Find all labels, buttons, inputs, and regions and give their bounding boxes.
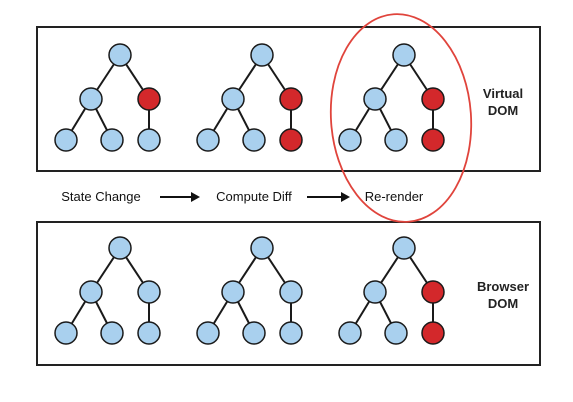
tree-node <box>250 236 274 260</box>
re-render-highlight-ellipse <box>329 13 473 223</box>
tree-node <box>384 321 408 345</box>
tree-node <box>196 128 220 152</box>
tree-node <box>279 280 303 304</box>
tree-node <box>108 43 132 67</box>
browser-dom-panel <box>36 221 541 366</box>
browser-dom-2-tree <box>196 236 303 345</box>
arrow-icon <box>307 192 350 202</box>
tree-node <box>221 87 245 111</box>
tree-node <box>242 128 266 152</box>
tree-node <box>242 321 266 345</box>
virtual-dom-trees <box>54 43 445 152</box>
tree-node-changed <box>279 87 303 111</box>
tree-node <box>250 43 274 67</box>
tree-node <box>54 321 78 345</box>
tree-node <box>392 43 416 67</box>
virtual-dom-1-tree <box>54 43 161 152</box>
tree-node-changed <box>421 321 445 345</box>
tree-node-changed <box>137 87 161 111</box>
tree-node <box>108 236 132 260</box>
tree-node <box>79 87 103 111</box>
tree-node <box>279 321 303 345</box>
tree-node <box>54 128 78 152</box>
tree-node <box>384 128 408 152</box>
browser-dom-label-line1: Browser <box>477 279 529 294</box>
tree-node <box>196 321 220 345</box>
tree-node-changed <box>421 87 445 111</box>
virtual-dom-panel <box>36 26 541 172</box>
tree-node <box>221 280 245 304</box>
tree-node <box>338 321 362 345</box>
arrow-icon <box>160 192 200 202</box>
virtual-dom-2-tree <box>196 43 303 152</box>
browser-dom-label-line2: DOM <box>488 296 518 311</box>
tree-node-changed <box>421 128 445 152</box>
tree-node <box>363 87 387 111</box>
step-label-state-change: State Change <box>61 189 141 204</box>
tree-node <box>137 321 161 345</box>
tree-node-changed <box>421 280 445 304</box>
virtual-dom-label-line1: Virtual <box>483 86 523 101</box>
step-label-re-render: Re-render <box>365 189 424 204</box>
virtual-dom-3-tree <box>338 43 445 152</box>
tree-node <box>392 236 416 260</box>
browser-dom-trees <box>54 236 445 345</box>
tree-node <box>338 128 362 152</box>
tree-node <box>137 280 161 304</box>
tree-node-changed <box>279 128 303 152</box>
tree-node <box>137 128 161 152</box>
tree-node <box>100 128 124 152</box>
browser-dom-1-tree <box>54 236 161 345</box>
browser-dom-3-tree <box>338 236 445 345</box>
tree-node <box>363 280 387 304</box>
step-label-compute-diff: Compute Diff <box>216 189 292 204</box>
virtual-dom-label-line2: DOM <box>488 103 518 118</box>
tree-node <box>79 280 103 304</box>
tree-node <box>100 321 124 345</box>
